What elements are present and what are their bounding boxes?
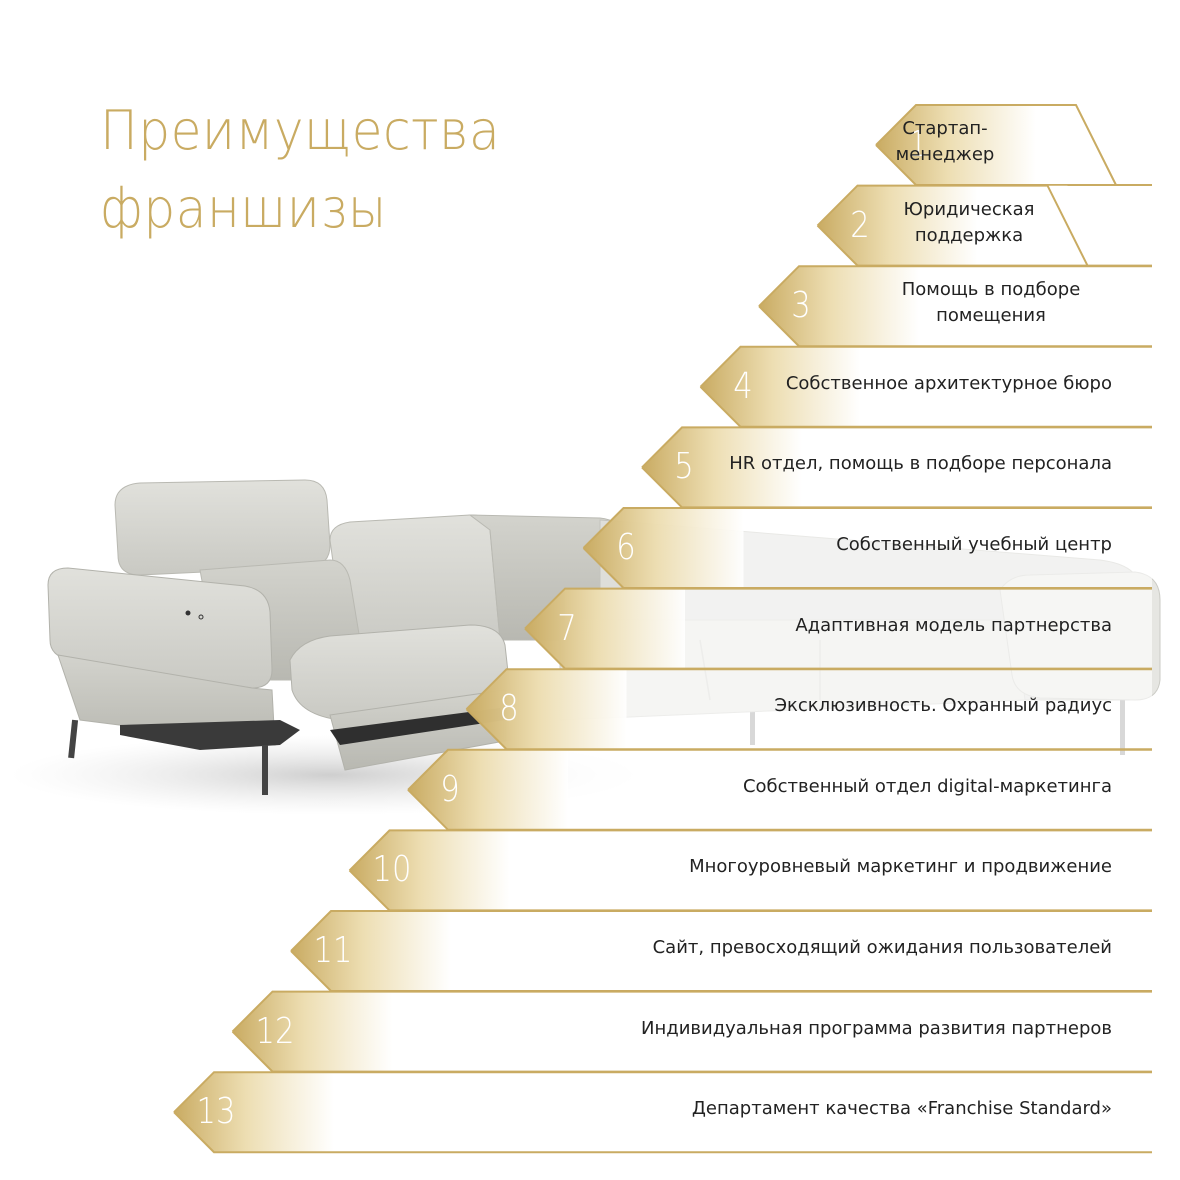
advantage-arrow	[349, 830, 510, 911]
advantage-arrow	[642, 427, 802, 508]
advantage-number: 7	[557, 607, 577, 649]
advantage-label: Сайт, превосходящий ожидания пользовател…	[653, 935, 1112, 961]
advantage-arrow	[466, 669, 627, 750]
advantage-label-line: Эксклюзивность. Охранный радиус	[774, 695, 1112, 717]
advantage-label: Департамент качества «Franchise Standard…	[692, 1096, 1112, 1122]
advantage-band	[448, 749, 1152, 830]
page-title: Преимущества франшизы	[100, 92, 500, 248]
advantage-label: Многоуровневый маркетинг и продвижение	[689, 854, 1112, 880]
band-outline	[699, 345, 1152, 388]
advantage-arrow	[525, 588, 685, 669]
band-outline	[465, 668, 1152, 710]
band-outline	[875, 104, 1117, 186]
band-underline	[173, 1111, 1152, 1154]
advantage-label: Стартап-менеджер	[830, 116, 1060, 168]
advantage-label: Индивидуальная программа развития партне…	[641, 1016, 1112, 1042]
title-line-2: франшизы	[100, 177, 387, 240]
advantage-label: Помощь в подборе помещения	[876, 277, 1106, 329]
advantage-label-line: Многоуровневый маркетинг и продвижение	[689, 856, 1112, 878]
advantage-number: 13	[196, 1091, 236, 1133]
advantage-label: Адаптивная модель партнерства	[795, 613, 1112, 639]
advantage-arrow	[817, 185, 978, 266]
advantage-label-line: Индивидуальная программа развития партне…	[641, 1017, 1112, 1039]
advantage-label: Собственный учебный центр	[836, 532, 1112, 558]
band-outline	[641, 426, 1152, 469]
advantage-label-line: Департамент качества «Franchise Standard…	[691, 1098, 1112, 1120]
advantage-label: Юридическая поддержка	[854, 197, 1084, 249]
advantage-arrow	[291, 911, 451, 991]
advantage-band	[623, 508, 1152, 588]
band-outline	[407, 748, 1152, 791]
advantage-number: 10	[372, 849, 411, 891]
advantage-band	[272, 991, 1152, 1072]
advantage-number: 1	[908, 124, 928, 165]
advantage-band	[506, 669, 1152, 750]
advantage-arrow	[583, 508, 744, 588]
advantage-number: 4	[732, 365, 753, 407]
advantage-label: Собственное архитектурное бюро	[786, 371, 1112, 397]
advantage-label-line: Собственный учебный центр	[836, 534, 1112, 555]
advantage-label-line: менеджер	[895, 144, 995, 165]
band-outline	[816, 184, 1089, 267]
band-outline	[348, 829, 1152, 872]
advantage-arrow	[408, 749, 568, 830]
advantage-label-line: Адаптивная модель партнерства	[795, 614, 1112, 636]
advantage-label-line: Юридическая	[903, 198, 1035, 220]
advantage-number: 6	[615, 527, 636, 568]
advantage-band	[331, 911, 1152, 991]
advantage-number: 11	[313, 930, 353, 971]
advantage-label-line: Помощь в подборе	[901, 279, 1081, 301]
advantage-number: 5	[674, 446, 694, 488]
band-outline	[290, 910, 1152, 952]
band-outline	[231, 990, 1152, 1033]
advantage-arrow	[759, 266, 919, 347]
advantage-label: HR отдел, помощь в подборе персонала	[729, 451, 1112, 477]
advantage-label-line: Стартап-	[902, 118, 988, 139]
band-outline	[582, 507, 1152, 549]
advantage-number: 2	[849, 204, 870, 246]
advantage-label-line: Сайт, превосходящий ожидания пользовател…	[652, 937, 1112, 958]
advantage-label-line: Собственное архитектурное бюро	[785, 372, 1112, 394]
advantage-number: 9	[440, 768, 460, 810]
advantage-arrow	[232, 991, 393, 1072]
advantage-label-line: HR отдел, помощь в подборе персонала	[729, 453, 1112, 475]
advantage-arrow	[876, 105, 1036, 185]
advantage-label-line: Собственный отдел digital-маркетинга	[742, 775, 1112, 797]
advantage-band	[565, 588, 1152, 669]
band-outline	[758, 265, 1152, 307]
band-outline	[524, 587, 1152, 630]
title-line-1: Преимущества	[100, 99, 501, 162]
advantage-arrow	[174, 1072, 334, 1153]
band-outline	[173, 1071, 1152, 1113]
advantage-band	[389, 830, 1152, 911]
advantage-label: Собственный отдел digital-маркетинга	[743, 774, 1112, 800]
advantage-label: Эксклюзивность. Охранный радиус	[774, 693, 1112, 719]
advantage-label-line: помещения	[936, 305, 1046, 327]
advantage-number: 8	[498, 688, 519, 730]
advantage-label-line: поддержка	[914, 224, 1024, 246]
advantage-number: 3	[791, 285, 811, 327]
advantage-band	[214, 1072, 1152, 1153]
advantage-number: 12	[255, 1010, 294, 1052]
advantage-arrow	[700, 346, 861, 427]
